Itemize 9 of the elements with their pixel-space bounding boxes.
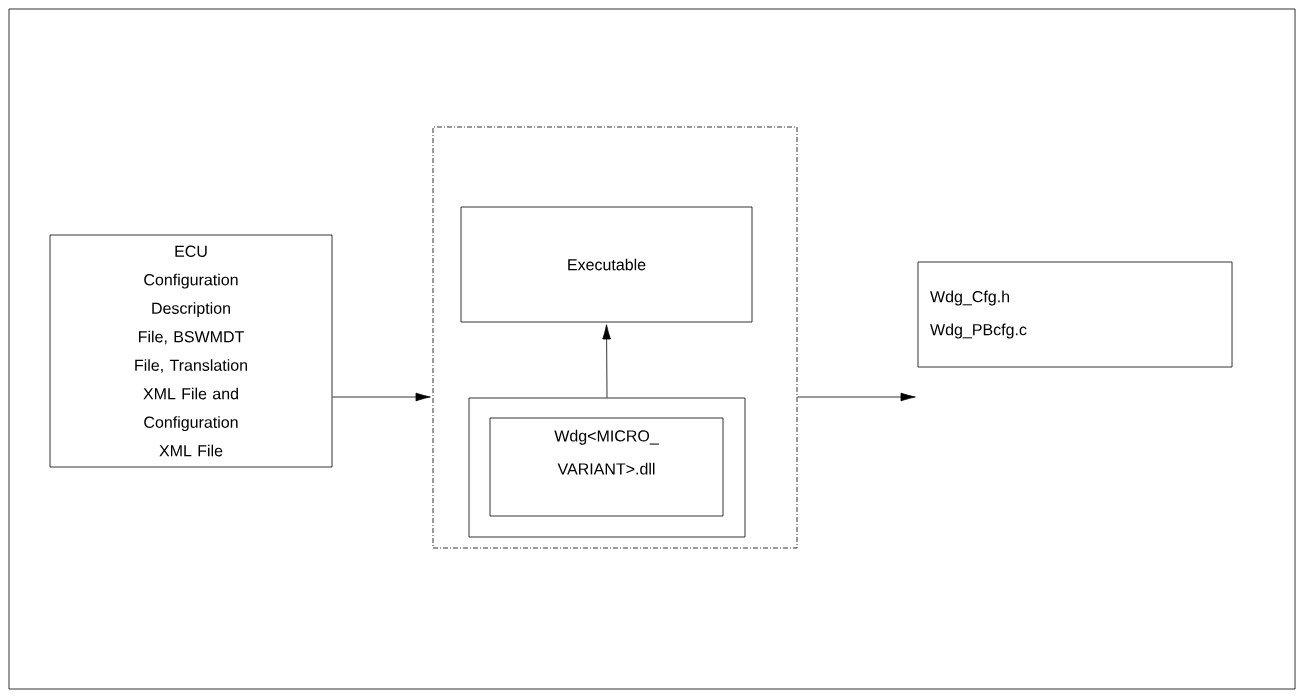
file-box: Wdg_Cfg.h Wdg_PBcfg.c <box>917 261 1233 368</box>
process-box: Executable <box>460 206 753 323</box>
arrow <box>797 392 916 402</box>
process-box: Wdg<MICRO_ VARIANT>.dll <box>489 417 724 517</box>
arrow <box>602 324 611 398</box>
arrow <box>332 392 431 402</box>
process-box: ECU Configuration Description File, BSWMDT File, Translation XML File and Configuration XML File <box>49 234 333 468</box>
group-box <box>468 397 746 538</box>
group-box <box>432 126 798 549</box>
